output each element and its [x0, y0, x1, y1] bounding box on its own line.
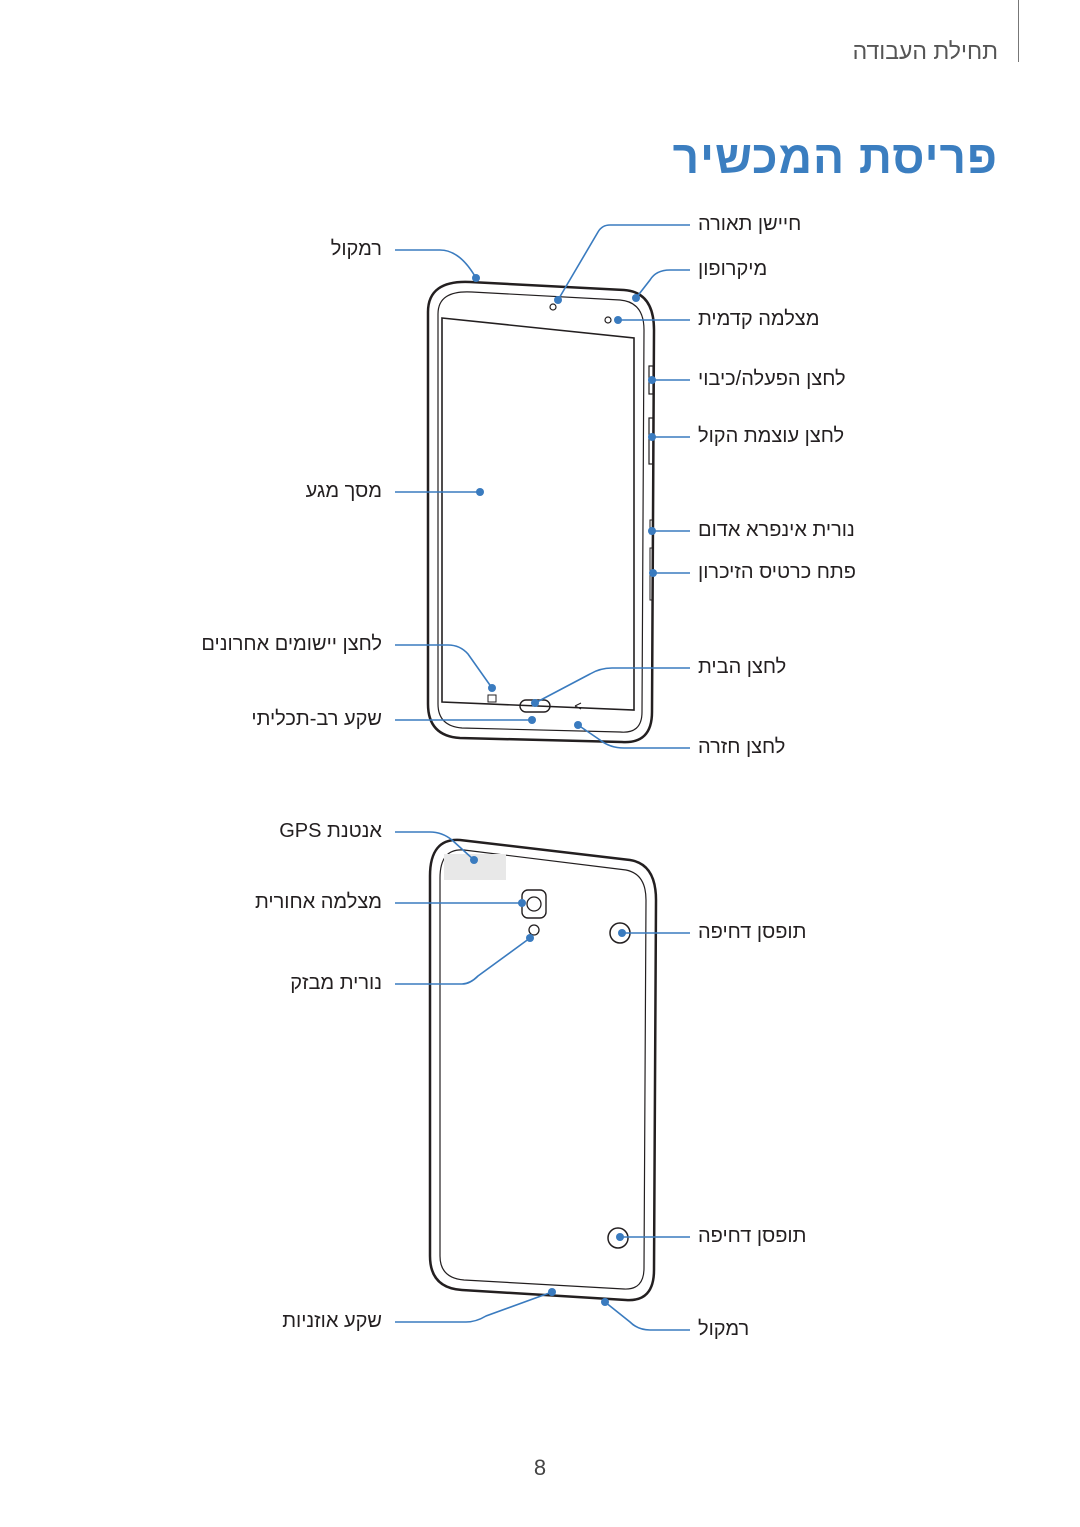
label-flash: נורית מבזק: [290, 972, 382, 994]
label-rear-camera: מצלמה אחורית: [254, 891, 382, 913]
label-multipurpose-jack: שקע רב-תכליתי: [251, 708, 382, 730]
label-microphone: מיקרופון: [698, 258, 768, 280]
label-memory-card-slot: פתח כרטיס הזיכרון: [698, 561, 856, 583]
label-volume-button: לחצן עוצמת הקול: [698, 425, 845, 447]
label-recent-apps-button: לחצן יישומים אחרונים: [201, 633, 382, 655]
header-rule: [1018, 0, 1019, 62]
page-number: 8: [533, 1455, 547, 1480]
label-ir-led: נורית אינפרא אדום: [698, 519, 855, 541]
label-proximity-sensor: חיישן תאורה: [698, 213, 802, 235]
label-power-button: לחצן הפעלה/כיבוי: [698, 368, 846, 390]
label-earphone-jack: שקע אוזניות: [282, 1310, 382, 1332]
section-header: תחילת העבודה: [852, 38, 998, 64]
label-gps-antenna: אנטנת GPS: [279, 820, 382, 842]
label-back-button: לחצן חזרה: [698, 736, 786, 758]
label-speaker-bottom: רמקול: [698, 1318, 750, 1340]
label-touchscreen: מסך מגע: [305, 480, 382, 502]
label-home-button: לחצן הבית: [698, 656, 787, 678]
label-cover-hole-bottom: תופסן דחיפה: [698, 1225, 807, 1247]
label-cover-hole-top: תופסן דחיפה: [698, 921, 807, 943]
back-device: [428, 838, 658, 1302]
label-front-camera: מצלמה קדמית: [698, 308, 820, 330]
leader-lines: [395, 224, 690, 1331]
front-device: [426, 280, 656, 744]
leader-dots: [470, 274, 657, 1306]
page-title: פריסת המכשיר: [672, 131, 998, 183]
label-speaker-top: רמקול: [330, 238, 382, 260]
